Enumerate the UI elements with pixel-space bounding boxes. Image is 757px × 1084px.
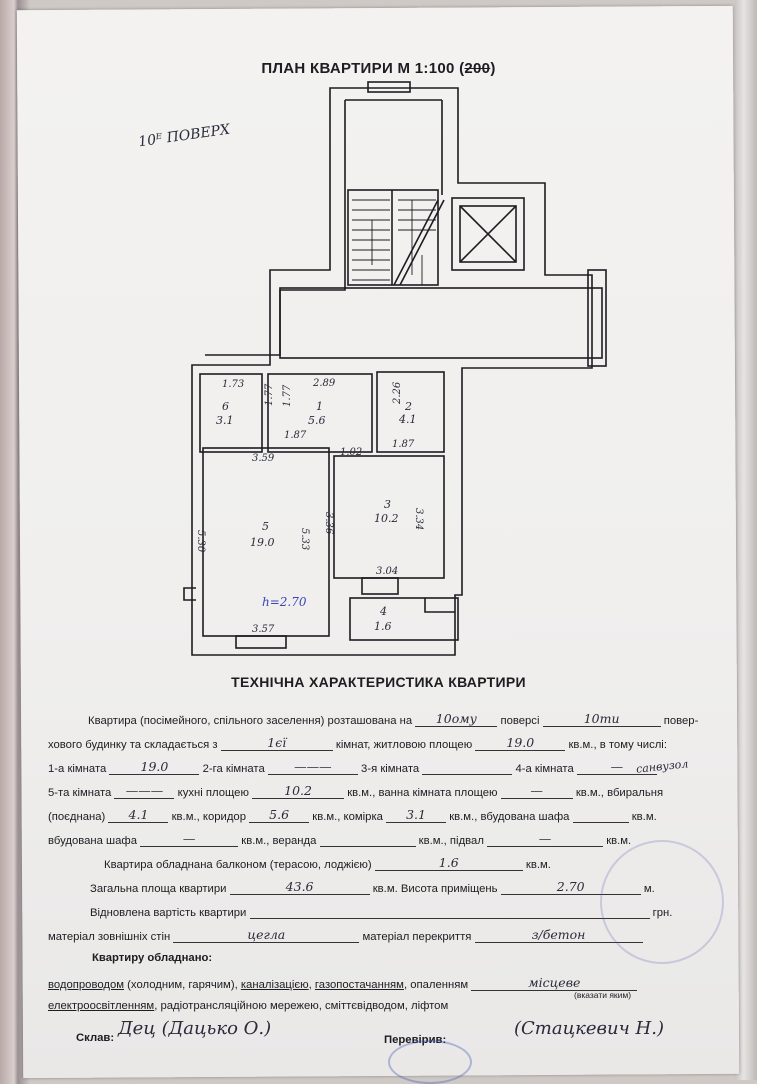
total-area-value: 43.6 <box>229 880 370 895</box>
room-area: 10.2 <box>374 512 399 525</box>
room4-value: — <box>576 760 657 775</box>
room-num: 2 <box>404 400 412 413</box>
room2-value: ——— <box>267 760 358 775</box>
room3-value <box>422 760 513 775</box>
faded-stamp <box>600 840 724 964</box>
room-area: 5.6 <box>308 414 326 427</box>
rooms-count-value: 1єї <box>220 736 333 751</box>
dim-label: 3.04 <box>376 566 398 577</box>
dim-label: 3.34 <box>413 508 424 530</box>
line-location: Квартира (посімейного, спільного заселен… <box>88 711 699 727</box>
wardrobe-value <box>572 808 629 823</box>
room1-value: 19.0 <box>109 760 200 775</box>
dim-label: 2.89 <box>312 378 336 389</box>
line-materials: матеріал зовнішніх стін цегла матеріал п… <box>48 928 643 943</box>
dim-label: 5.33 <box>299 528 310 550</box>
basement-value: — <box>487 832 604 847</box>
dim-label: 3.59 <box>252 453 275 464</box>
height-note: h=2.70 <box>262 595 307 609</box>
room-area: 3.1 <box>216 414 234 427</box>
room-area: 1.6 <box>374 620 392 633</box>
room-num: 3 <box>384 498 391 511</box>
room-num: 4 <box>379 605 387 618</box>
line-total: Загальна площа квартири 43.6 кв.м. Висот… <box>90 879 655 895</box>
floor-value: 10ому <box>415 712 498 727</box>
line-rooms-1-4: 1-а кімната 19.0 2-га кімната ——— 3-я кі… <box>48 760 657 775</box>
line-kitchen: 5-та кімната ——— кухні площею 10.2 кв.м.… <box>48 783 664 799</box>
room-area: 4.1 <box>398 413 417 426</box>
dim-label: 1.87 <box>392 439 415 450</box>
struck-scale: 200 <box>464 60 491 77</box>
veranda-value <box>319 832 416 847</box>
dim-label: 1.73 <box>222 379 244 390</box>
specify-hint: (вказати яким) <box>574 990 632 1000</box>
compiled-label: Склав: <box>76 1032 115 1044</box>
floors-material-value: з/бетон <box>474 928 643 943</box>
walls-value: цегла <box>173 928 360 943</box>
room-num: 1 <box>316 400 323 413</box>
compiled-signature: Дец (Дацько О.) <box>118 1018 272 1039</box>
heating-value: місцеве <box>471 976 638 991</box>
line-cost: Відновлена вартість квартири грн. <box>90 904 672 919</box>
dim-label: 3.36 <box>323 512 334 535</box>
wardrobe2-value: — <box>140 832 239 847</box>
line-balcony: Квартира обладнана балконом (терасою, ло… <box>104 855 551 871</box>
dim-label: 1.77 <box>282 384 293 407</box>
closet-value: 3.1 <box>386 808 447 823</box>
checked-signature: (Стацкевич Н.) <box>514 1018 664 1039</box>
line-veranda: вбудована шафа — кв.м., веранда кв.м., п… <box>48 831 632 847</box>
living-area-value: 19.0 <box>475 736 566 751</box>
room5-value: ——— <box>114 784 175 799</box>
line-rooms: хового будинку та складається з 1єї кімн… <box>48 735 667 751</box>
balcony-value: 1.6 <box>374 856 523 871</box>
tech-title: ТЕХНІЧНА ХАРАКТЕРИСТИКА КВАРТИРИ <box>231 674 526 690</box>
equipped-title: Квартиру обладнано: <box>92 952 213 964</box>
dim-label: 1.77 <box>264 383 275 406</box>
room-area: 19.0 <box>250 536 275 549</box>
dim-label: 1.87 <box>284 430 307 441</box>
kitchen-value: 10.2 <box>252 784 345 799</box>
dim-label: 5.30 <box>195 530 206 553</box>
line-equipment-2: електроосвітленням, радіотрансляційною м… <box>48 1000 449 1012</box>
bottom-stamp <box>388 1040 472 1084</box>
dim-label: 1.02 <box>340 447 362 458</box>
combined-value: 4.1 <box>108 808 169 823</box>
plan-title: ПЛАН КВАРТИРИ М 1:100 (200) <box>261 60 496 77</box>
dim-label: 2.26 <box>392 381 403 405</box>
floors-total-value: 10ти <box>542 712 661 727</box>
bath-value: — <box>500 784 573 799</box>
height-value: 2.70 <box>500 880 641 895</box>
corridor-value: 5.6 <box>249 808 310 823</box>
room-num: 6 <box>222 400 229 413</box>
sheet-edge <box>735 0 757 1080</box>
line-equipment-1: водопроводом (холодним, гарячим), каналі… <box>48 976 638 991</box>
room-num: 5 <box>262 520 269 533</box>
dim-label: 3.57 <box>252 624 275 635</box>
line-corridor: (поєднана) 4.1 кв.м., коридор 5.6 кв.м.,… <box>48 807 657 823</box>
cost-value <box>249 904 650 919</box>
